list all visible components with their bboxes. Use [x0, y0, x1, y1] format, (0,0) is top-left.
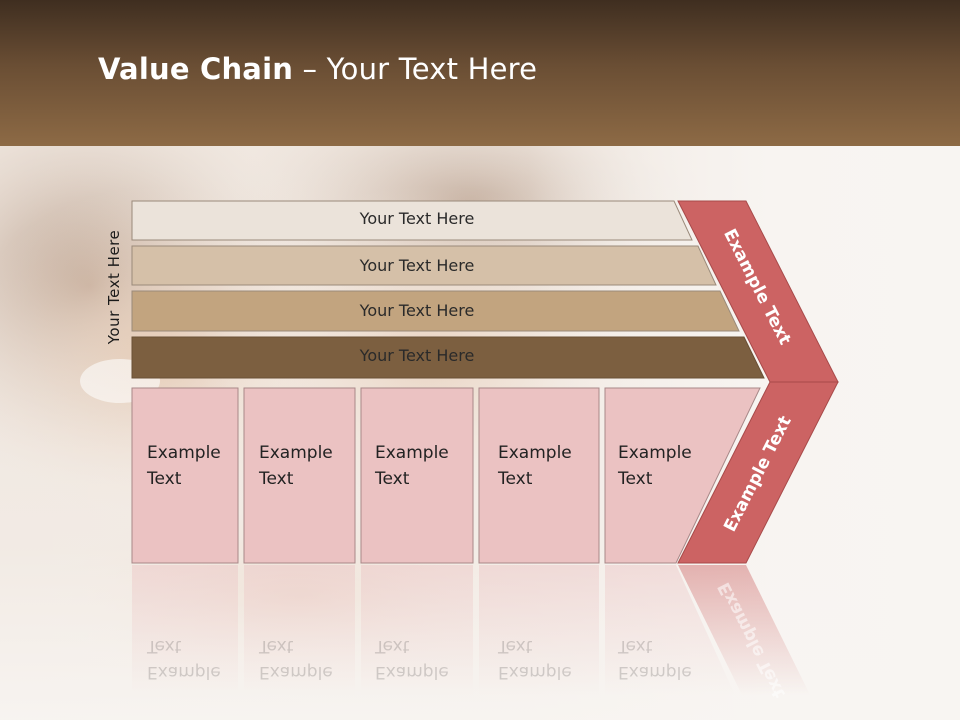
- box-reflection-label-2: Example Text: [259, 633, 333, 685]
- box-reflection-label-4: Example Text: [498, 633, 572, 685]
- slide-title: Value Chain – Your Text Here: [98, 52, 537, 86]
- box-reflection-4: [479, 565, 599, 695]
- box-line1: Example: [259, 662, 333, 682]
- box-line2: Text: [259, 636, 294, 656]
- box-reflection-5: [605, 565, 735, 695]
- box-line2: Text: [618, 636, 653, 656]
- box-line1: Example: [618, 443, 692, 463]
- box-reflection-label-5: Example Text: [618, 633, 692, 685]
- support-bar-label-1: Your Text Here: [359, 209, 475, 228]
- box-line1: Example: [147, 662, 221, 682]
- box-line1: Example: [259, 443, 333, 463]
- box-line2: Text: [618, 469, 653, 489]
- support-bar-label-4: Your Text Here: [359, 346, 475, 365]
- box-line1: Example: [498, 443, 572, 463]
- primary-box-3: [360, 387, 474, 564]
- header-bar: [0, 0, 960, 146]
- box-line2: Text: [498, 469, 533, 489]
- box-line1: Example: [375, 443, 449, 463]
- title-rest: – Your Text Here: [293, 52, 538, 86]
- box-reflection-2: [244, 565, 355, 695]
- box-line1: Example: [147, 443, 221, 463]
- support-bar-label-2: Your Text Here: [359, 256, 475, 275]
- chevron-reflection: [678, 565, 810, 695]
- box-reflection-label-1: Example Text: [147, 633, 221, 685]
- primary-box-2: [243, 387, 356, 564]
- box-line1: Example: [618, 662, 692, 682]
- primary-box-5: [604, 387, 761, 564]
- box-line2: Text: [147, 469, 182, 489]
- box-line2: Text: [375, 636, 410, 656]
- support-bar-label-3: Your Text Here: [359, 301, 475, 320]
- box-line2: Text: [147, 636, 182, 656]
- title-bold: Value Chain: [98, 52, 294, 86]
- support-bar-3: [131, 290, 740, 332]
- box-reflection-3: [361, 565, 473, 695]
- primary-box-1: [131, 387, 239, 564]
- support-bar-4: [131, 336, 765, 379]
- primary-box-4: [478, 387, 600, 564]
- margin-chevron-lower: [677, 381, 839, 564]
- box-line1: Example: [498, 662, 572, 682]
- box-line2: Text: [375, 469, 410, 489]
- support-bar-2: [131, 245, 717, 286]
- side-label: Your Text Here: [105, 229, 123, 345]
- box-line2: Text: [498, 636, 533, 656]
- box-line1: Example: [375, 662, 449, 682]
- box-reflection-label-3: Example Text: [375, 633, 449, 685]
- support-bar-1: [131, 200, 693, 241]
- box-reflection-1: [132, 565, 238, 695]
- box-line2: Text: [259, 469, 294, 489]
